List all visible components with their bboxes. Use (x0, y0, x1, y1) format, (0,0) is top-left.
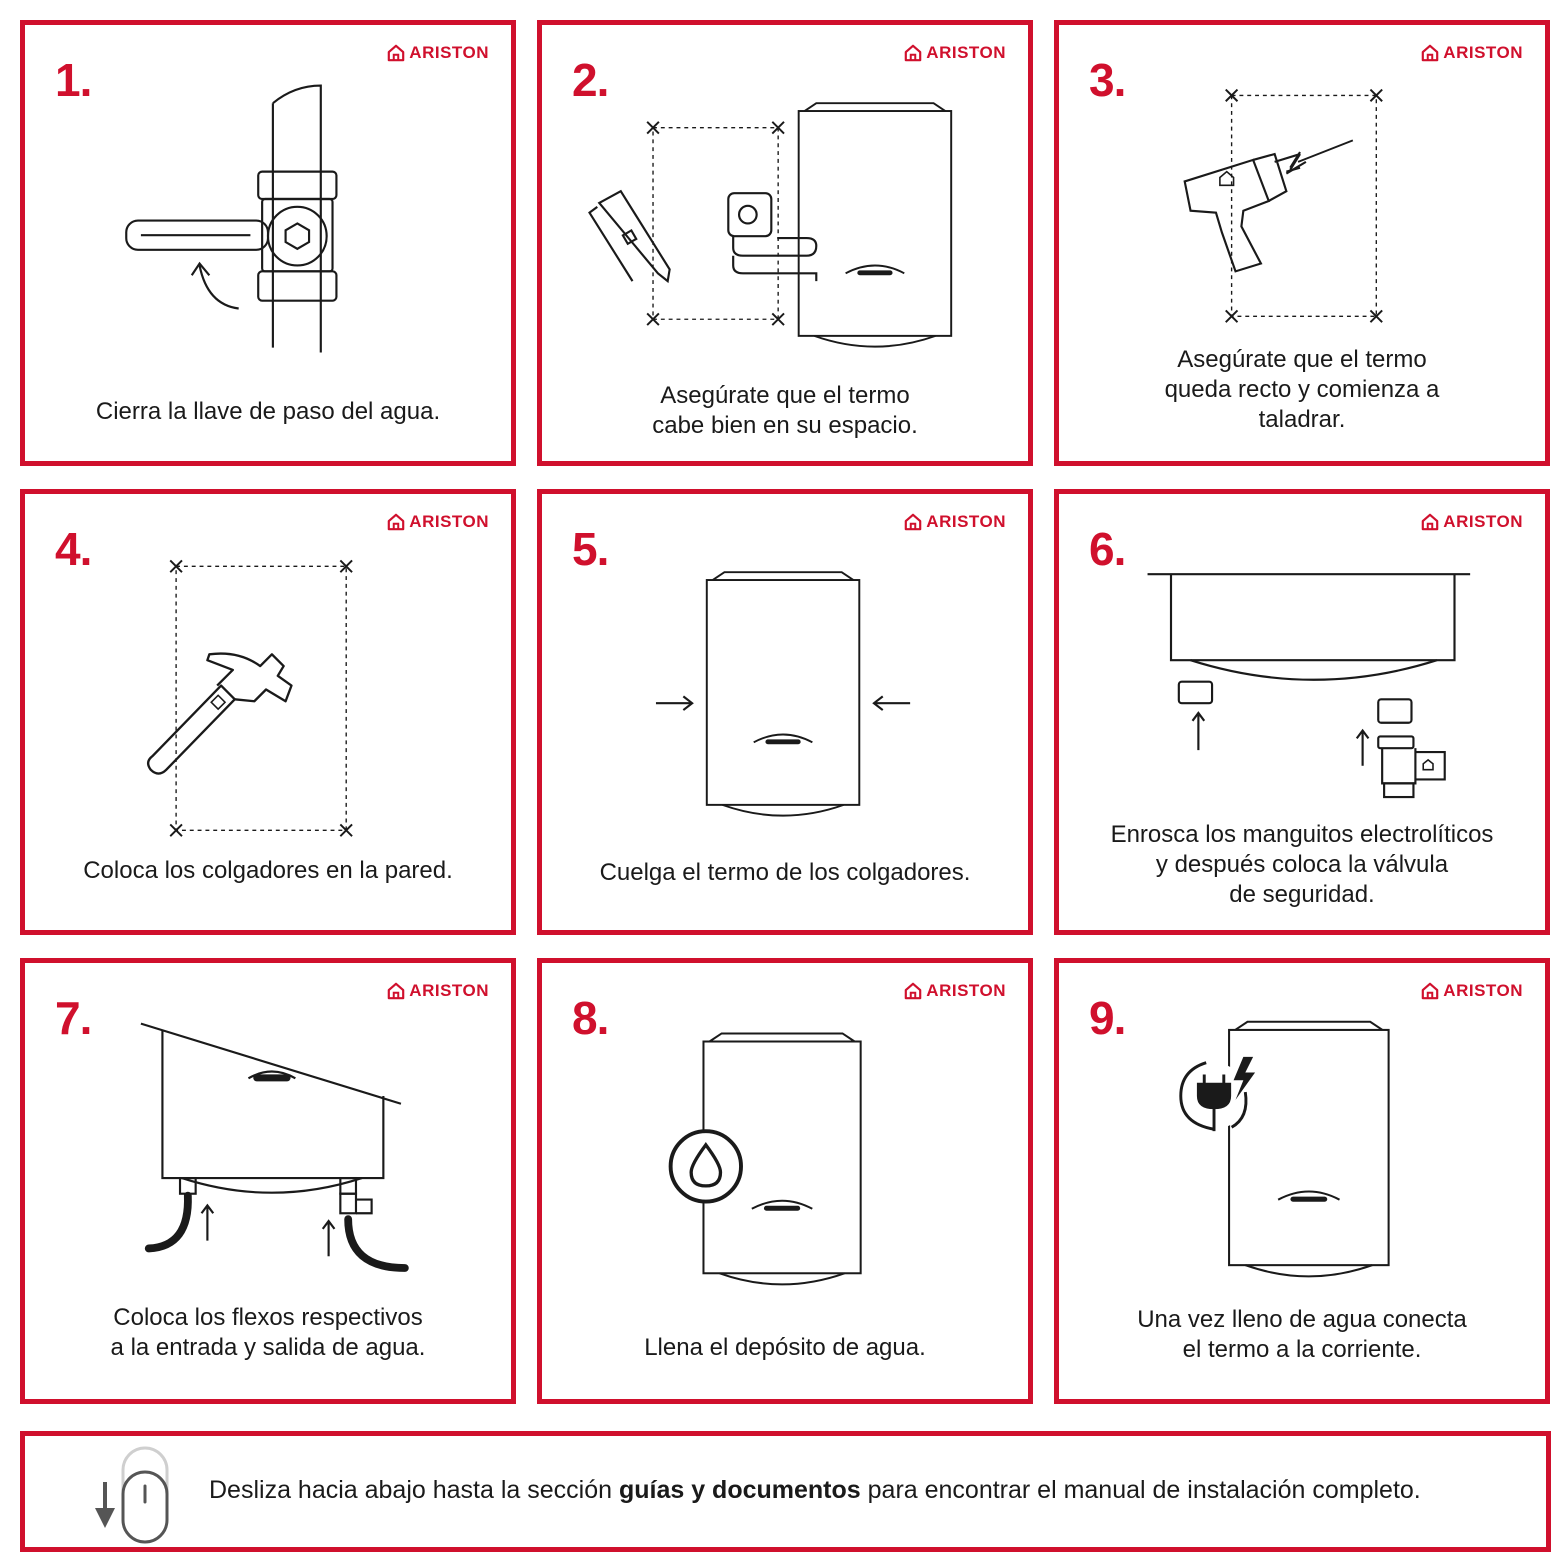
caption-line: y después coloca la válvula (1155, 851, 1449, 878)
step-number: 8. (572, 992, 609, 1044)
step-card-7: 7. ARISTON (20, 958, 516, 1404)
scroll-mouse-icon (95, 1446, 169, 1544)
footer-text-after: para encontrar el manual de instalación … (860, 1476, 1421, 1504)
drill-icon (1183, 88, 1383, 323)
step-number: 4. (55, 523, 92, 575)
step-number: 3. (1089, 54, 1126, 106)
brand-logo: ARISTON (387, 512, 489, 532)
footer-banner: Desliza hacia abajo hasta la sección guí… (20, 1431, 1551, 1552)
measuring-tape-icon (588, 102, 953, 348)
step-caption: Enrosca los manguitos electrolíticos y d… (1069, 820, 1535, 910)
step-caption: Llena el depósito de agua. (644, 1334, 926, 1361)
brand-name: ARISTON (1443, 43, 1523, 62)
water-heater-icon (655, 571, 911, 817)
caption-line: taladrar. (1258, 406, 1346, 433)
brand-name: ARISTON (409, 43, 489, 62)
brand-name: ARISTON (1443, 512, 1523, 531)
brand-name: ARISTON (926, 43, 1006, 62)
brand-logo: ARISTON (387, 981, 489, 1001)
caption-line: queda recto y comienza a (1164, 376, 1440, 403)
brand-logo: ARISTON (1421, 981, 1523, 1001)
power-plug-icon (1179, 1020, 1390, 1278)
step-number: 6. (1089, 523, 1126, 575)
step-card-2: 2. ARISTON (537, 20, 1033, 466)
step-caption: Coloca los colgadores en la pared. (83, 857, 453, 884)
water-valve-icon (125, 84, 338, 353)
step-caption: Coloca los flexos respectivos a la entra… (35, 1303, 501, 1363)
step-number: 5. (572, 523, 609, 575)
brand-logo: ARISTON (904, 512, 1006, 532)
caption-line: Enrosca los manguitos electrolíticos (1110, 821, 1494, 848)
step-card-5: 5. ARISTON Cuelga el termo de los colgad… (537, 489, 1033, 935)
footer-text: Desliza hacia abajo hasta la sección guí… (209, 1476, 1421, 1505)
step-card-1: 1. ARISTON Cierra la llave de paso del a… (20, 20, 516, 466)
brand-name: ARISTON (926, 512, 1006, 531)
caption-line: Asegúrate que el termo (660, 382, 910, 409)
brand-name: ARISTON (409, 981, 489, 1000)
step-caption: Cuelga el termo de los colgadores. (599, 859, 971, 886)
caption-line: Una vez lleno de agua conecta (1137, 1306, 1467, 1333)
caption-line: Asegúrate que el termo (1177, 346, 1427, 373)
step-card-3: 3. ARISTON (1054, 20, 1550, 466)
brand-logo: ARISTON (904, 981, 1006, 1001)
brand-logo: ARISTON (1421, 512, 1523, 532)
step-caption: Cierra la llave de paso del agua. (95, 398, 441, 425)
caption-line: Coloca los flexos respectivos (113, 1304, 423, 1331)
footer-link-text: guías y documentos (618, 1476, 861, 1504)
brand-logo: ARISTON (904, 43, 1006, 63)
step-number: 7. (55, 992, 92, 1044)
steps-grid: 1. ARISTON Cierra la llave de paso del a… (20, 20, 1550, 1404)
hammer-icon (147, 559, 353, 837)
step-caption: Una vez lleno de agua conecta el termo a… (1069, 1305, 1535, 1365)
step-card-8: 8. ARISTON Llena el depósito de agua. (537, 958, 1033, 1404)
brand-logo: ARISTON (387, 43, 489, 63)
brand-logo: ARISTON (1421, 43, 1523, 63)
footer-text-before: Desliza hacia abajo hasta la sección (209, 1476, 619, 1504)
brand-name: ARISTON (926, 981, 1006, 1000)
step-card-4: 4. ARISTON Coloca los colgadores en la p… (20, 489, 516, 935)
step-card-9: 9. ARISTON Una vez lleno de agua conecta… (1054, 958, 1550, 1404)
caption-line: a la entrada y salida de agua. (110, 1334, 426, 1361)
step-number: 9. (1089, 992, 1126, 1044)
brand-name: ARISTON (409, 512, 489, 531)
brand-name: ARISTON (1443, 981, 1523, 1000)
hoses-icon (140, 1022, 409, 1272)
step-card-6: 6. ARISTON Enrosca (1054, 489, 1550, 935)
caption-line: cabe bien en su espacio. (652, 412, 918, 439)
step-number: 1. (55, 54, 92, 106)
safety-valve-icon (1147, 573, 1471, 799)
step-number: 2. (572, 54, 609, 106)
step-caption: Asegúrate que el termo cabe bien en su e… (552, 381, 1018, 441)
caption-line: de seguridad. (1229, 881, 1375, 908)
water-drop-icon (668, 1032, 862, 1286)
caption-line: el termo a la corriente. (1182, 1336, 1422, 1363)
step-caption: Asegúrate que el termo queda recto y com… (1069, 345, 1535, 435)
